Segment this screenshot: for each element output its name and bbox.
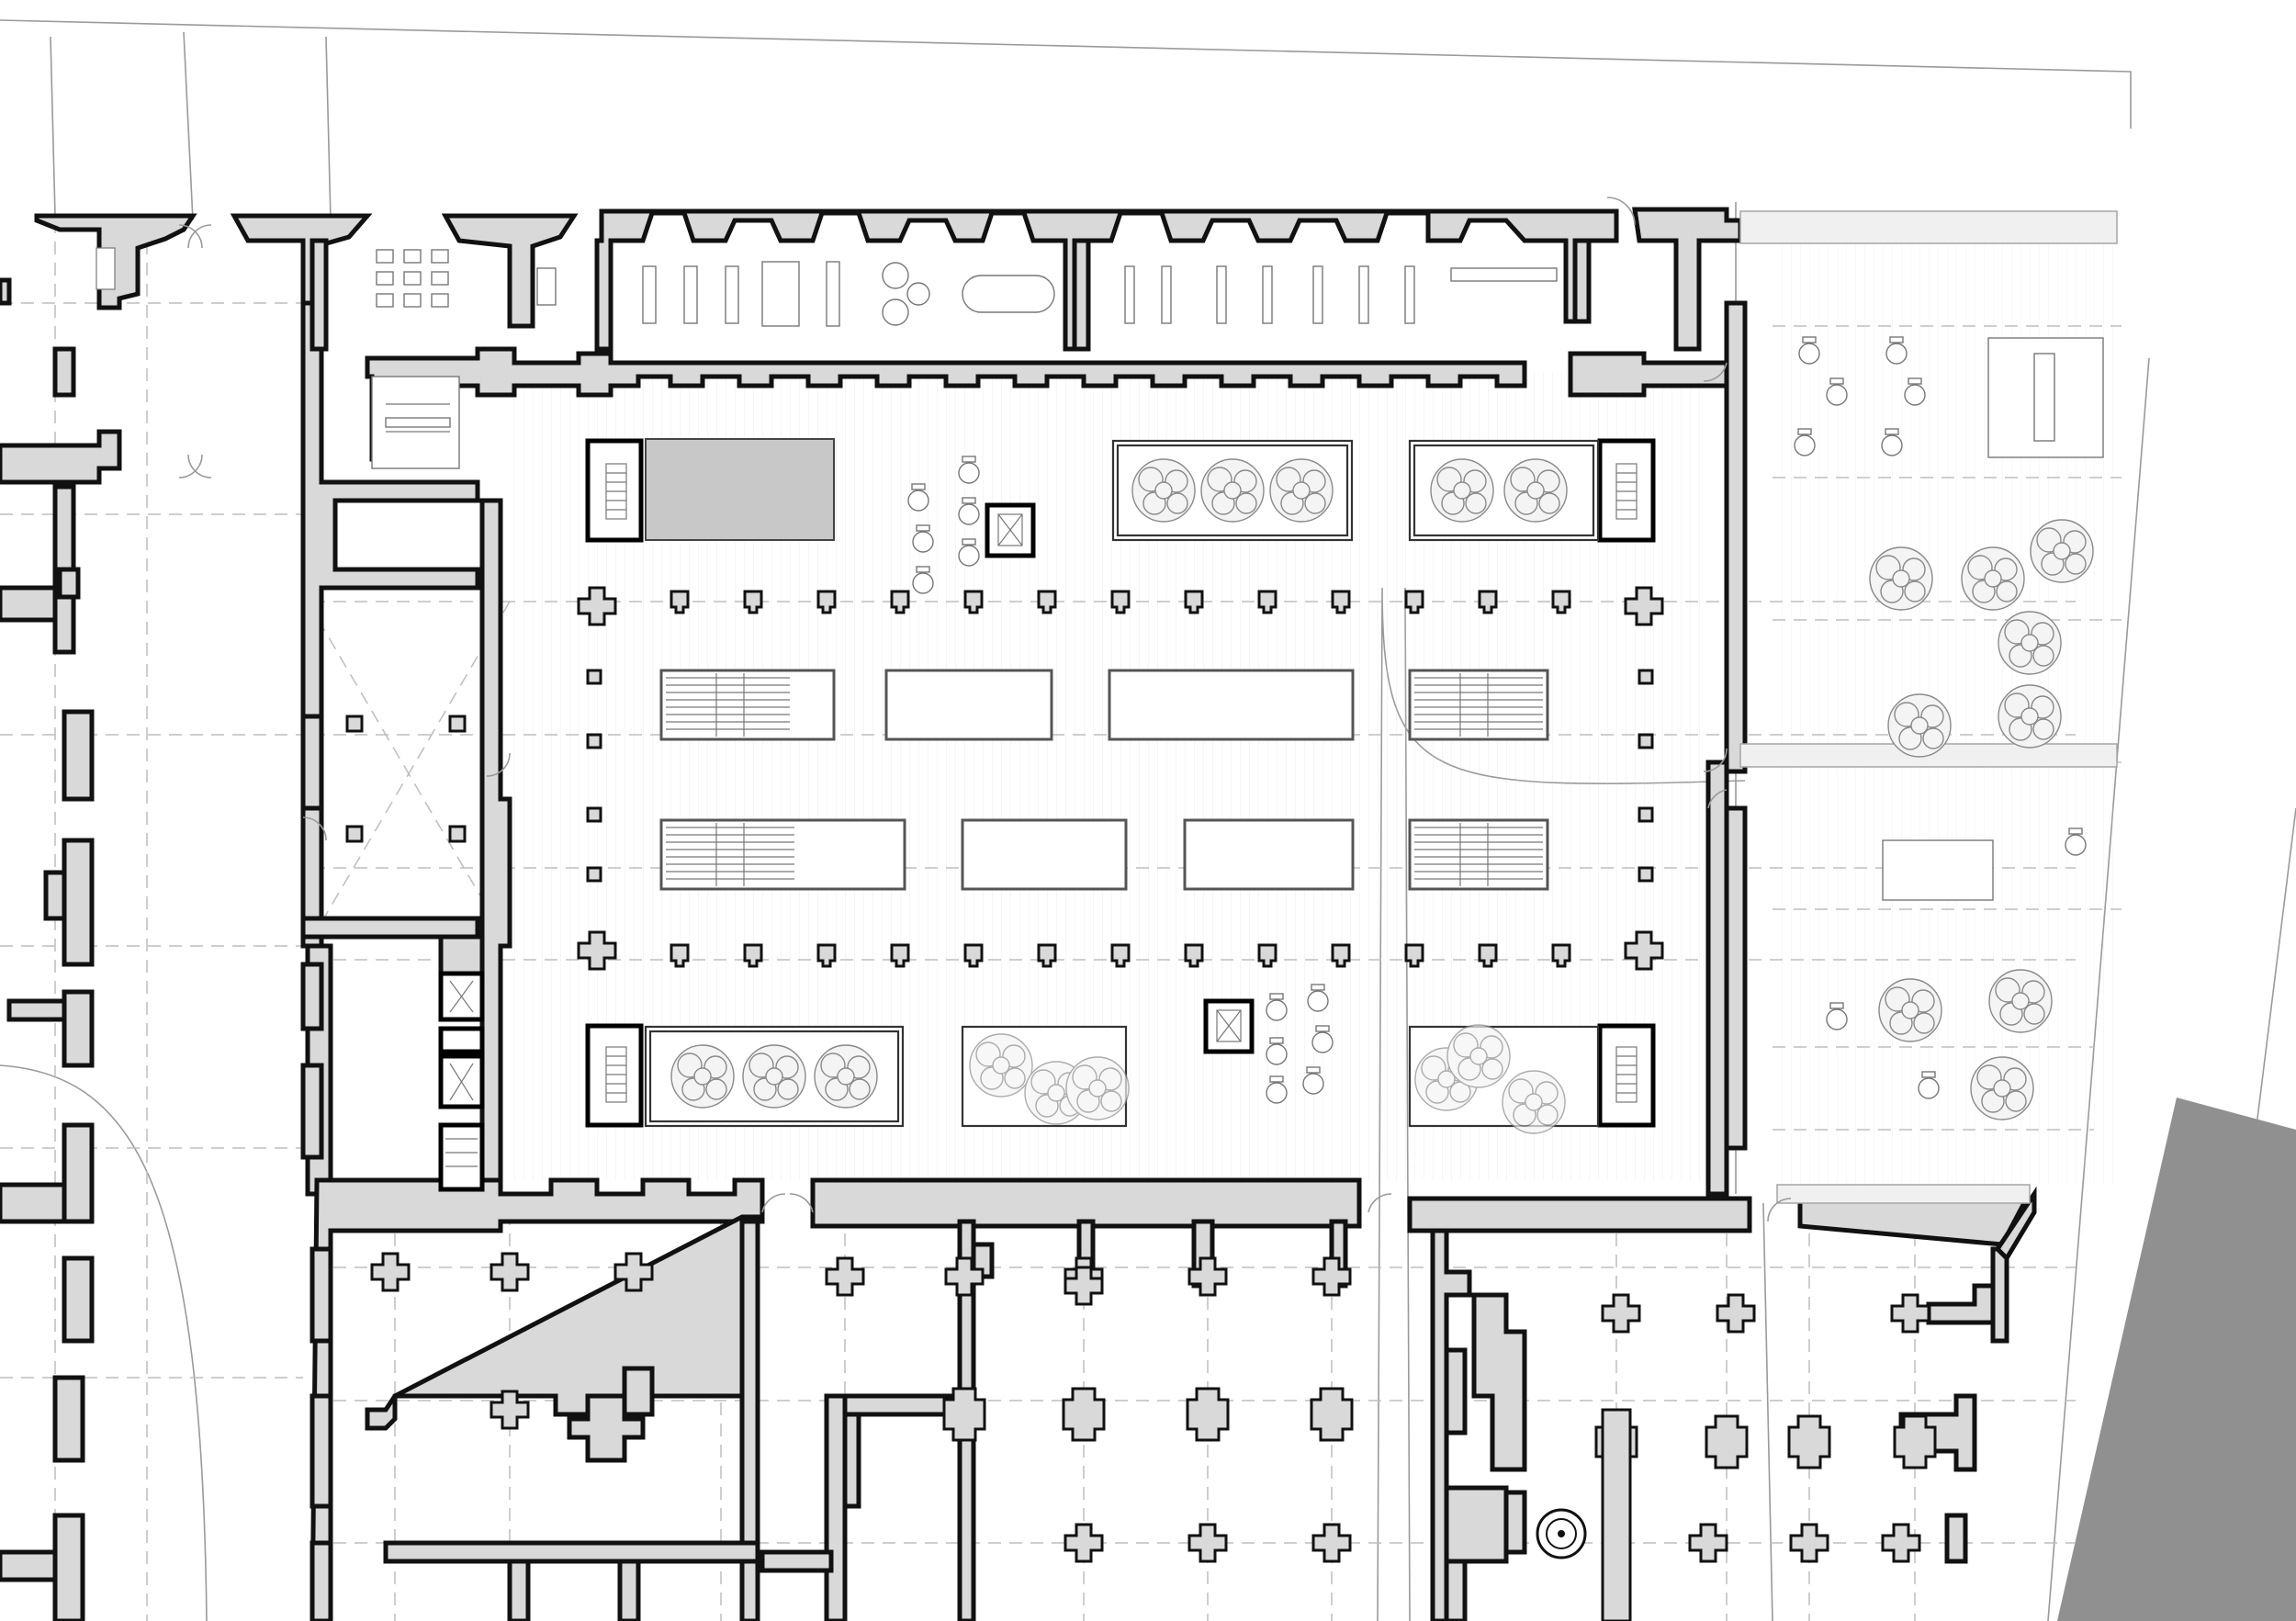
south-wing-piers — [370, 1252, 1937, 1621]
skylight-row-upper — [659, 669, 1549, 741]
east-garden-hedge-south — [1776, 1184, 2031, 1204]
adjacent-building-shaded — [2057, 1098, 2296, 1621]
east-garden — [1739, 210, 2118, 1204]
courtyard-east-wall — [1705, 300, 1748, 1197]
planter-north-center — [1111, 439, 1354, 542]
south-wing-walls — [365, 1214, 1348, 1621]
courtyard-south-wall — [310, 1177, 2030, 1621]
courtyard-piers — [345, 586, 1664, 971]
skylight-row-lower — [659, 818, 1549, 891]
north-rooms-furniture — [376, 249, 1558, 327]
fountain — [1536, 1508, 1587, 1559]
shaded-pool — [645, 438, 835, 541]
elevator-west — [438, 971, 485, 1192]
planter-south-west — [644, 1025, 905, 1128]
elevator-south — [1203, 998, 1255, 1054]
door-swings — [178, 197, 1792, 1222]
southeast-wing-walls — [1430, 1186, 2037, 1621]
washroom-nw — [96, 247, 460, 469]
stair-core-ne — [1597, 438, 1656, 543]
planter-north-east — [1408, 439, 1600, 542]
west-wing-walls — [0, 277, 480, 1621]
courtyard-north-wall — [365, 346, 1729, 462]
planter-south-center — [961, 1025, 1130, 1128]
east-garden-hedge-north — [1739, 210, 2118, 244]
stair-core-sw — [585, 1023, 644, 1128]
north-rooms-partitions — [310, 238, 1592, 352]
elevator-north — [985, 502, 1036, 558]
stair-core-se — [1597, 1023, 1656, 1128]
planter-south-east — [1408, 1024, 1600, 1134]
stair-core-nw — [585, 438, 644, 543]
